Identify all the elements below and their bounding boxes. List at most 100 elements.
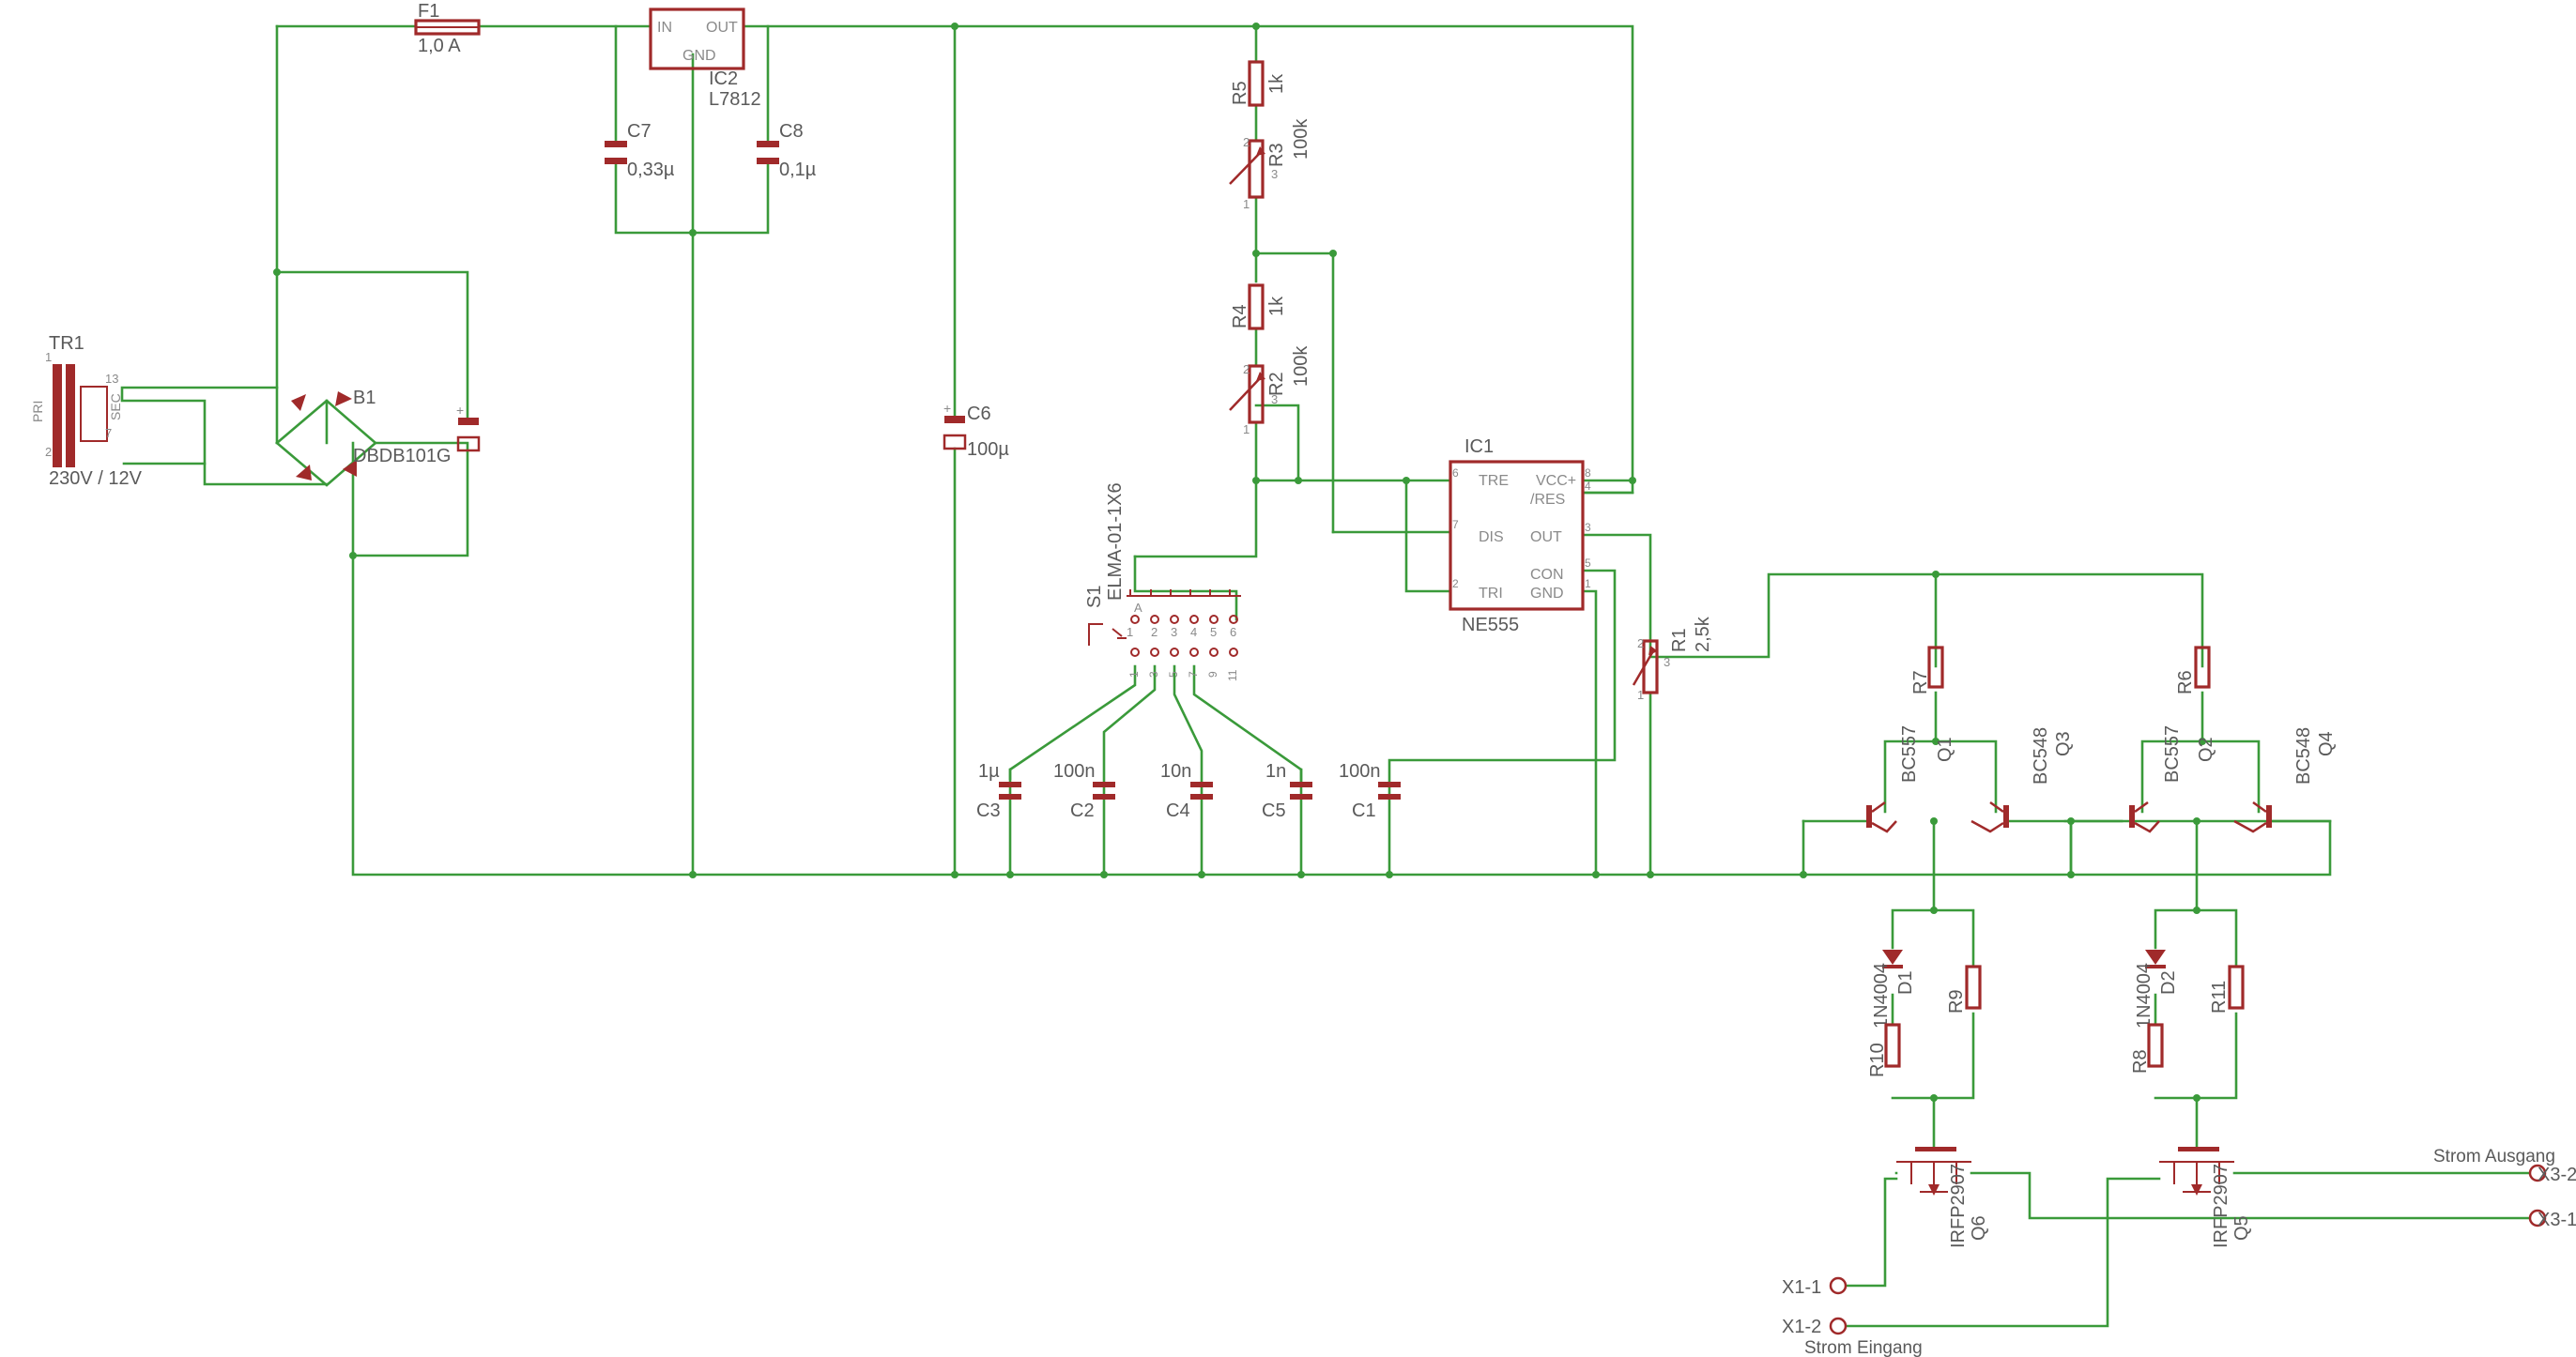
label-c3: C3 <box>976 800 1001 821</box>
pin-ic1-vcc: VCC+ <box>1536 473 1576 489</box>
s1-bottom-pin-3: 3 <box>1147 671 1160 678</box>
label-d1-value: 1N4004 <box>1871 963 1892 1029</box>
label-f1: F1 <box>418 1 439 22</box>
resistor-r4: R4 1k <box>1230 283 1287 330</box>
label-r2: R2 <box>1266 372 1287 396</box>
label-r3-value: 100k <box>1291 118 1311 160</box>
capacitor-c6: + C6 100µ <box>943 401 1009 460</box>
capacitor-c8: C8 0,1µ <box>757 121 817 180</box>
diode-d1: 1N4004 D1 <box>1871 950 1916 1029</box>
label-r3: R3 <box>1266 143 1287 167</box>
label-r8: R8 <box>2130 1049 2151 1074</box>
tr1-pin-1: 1 <box>45 350 52 364</box>
label-q3: Q3 <box>2053 731 2074 756</box>
pin-ic1-con: CON <box>1530 567 1564 583</box>
potentiometer-r2: 2 3 1 R2 100k <box>1229 345 1311 436</box>
label-x3-1: X3-1 <box>2538 1210 2576 1230</box>
r1-pin-1: 1 <box>1637 688 1644 702</box>
tr1-pin-7: 7 <box>105 426 112 440</box>
ic1-pin-1: 1 <box>1585 577 1591 590</box>
label-c5: C5 <box>1262 800 1286 821</box>
label-r2-value: 100k <box>1291 345 1311 387</box>
s1-top-pin-6: 6 <box>1230 625 1236 639</box>
terminal-x1-2: X1-2 Strom Eingang <box>1782 1317 1923 1357</box>
terminal-x1-1: X1-1 <box>1782 1276 1848 1298</box>
bridge-rectifier-b1: B1 DBDB101G <box>291 388 452 480</box>
svg-text:+: + <box>456 403 464 418</box>
label-r1-value: 2,5k <box>1693 616 1713 652</box>
label-r1: R1 <box>1669 628 1690 652</box>
label-q2-value: BC557 <box>2162 725 2183 783</box>
label-c1: C1 <box>1352 800 1376 821</box>
resistor-r11: R11 <box>2209 965 2245 1014</box>
label-tr1: TR1 <box>49 333 84 354</box>
rotary-switch-s1: A 1 2 3 4 5 6 1 3 5 7 9 11 S1 ELMA-01-1X… <box>1084 482 1241 681</box>
tr1-pin-2: 2 <box>45 445 52 459</box>
s1-top-pin-3: 3 <box>1171 625 1177 639</box>
mosfet-q5: IRFP2907 Q5 <box>2159 1147 2252 1248</box>
label-ic2: IC2 <box>709 69 738 89</box>
resistor-r10: R10 <box>1867 1023 1901 1077</box>
r2-pin-3: 3 <box>1271 392 1278 406</box>
pin-ic2-gnd: GND <box>682 48 716 64</box>
label-q1: Q1 <box>1935 737 1955 762</box>
label-strom-ausgang: Strom Ausgang <box>2433 1147 2555 1166</box>
transformer-tr1: PRI SEC 1 2 13 7 TR1 230V / 12V <box>30 333 143 489</box>
svg-text:+: + <box>943 401 951 416</box>
ic1-pin-8: 8 <box>1585 466 1591 480</box>
label-c7-value: 0,33µ <box>627 160 675 180</box>
capacitor-c1: 100n C1 <box>1339 761 1401 821</box>
ic1-pin-3: 3 <box>1585 521 1591 534</box>
ic1-pin-7: 7 <box>1452 518 1459 531</box>
r3-pin-1: 1 <box>1243 197 1250 211</box>
label-c2: C2 <box>1070 800 1095 821</box>
s1-top-pin-1: 1 <box>1127 625 1133 639</box>
potentiometer-r3: 2 3 1 R3 100k <box>1229 118 1311 211</box>
resistor-r8: R8 <box>2130 1023 2164 1074</box>
ic1-pin-6: 6 <box>1452 466 1459 480</box>
label-r4: R4 <box>1230 304 1250 328</box>
label-tr1-sec: SEC <box>108 393 123 420</box>
label-c4: C4 <box>1166 800 1190 821</box>
terminal-x3-2: X3-2 Strom Ausgang <box>2433 1147 2576 1185</box>
s1-top-pin-4: 4 <box>1190 625 1197 639</box>
timer-ic1: TRE VCC+ /RES DIS OUT TRI CON GND 6 8 4 … <box>1449 436 1591 635</box>
diode-d2: 1N4004 D2 <box>2134 950 2179 1029</box>
pin-ic1-tre: TRE <box>1479 473 1509 489</box>
pin-ic1-tri: TRI <box>1479 586 1503 602</box>
label-q5: Q5 <box>2231 1215 2252 1241</box>
transistor-q3: BC548 Q3 <box>1970 727 2074 833</box>
terminal-x3-1: X3-1 <box>2528 1209 2576 1230</box>
label-d2: D2 <box>2158 970 2179 995</box>
r3-pin-2: 2 <box>1243 135 1250 149</box>
label-d1: D1 <box>1895 970 1916 995</box>
junctions <box>273 23 2206 1102</box>
label-q2: Q2 <box>2196 737 2216 762</box>
resistor-r6: R6 <box>2175 646 2211 694</box>
label-r7: R7 <box>1910 670 1931 694</box>
label-q3-value: BC548 <box>2031 727 2051 785</box>
label-strom-eingang: Strom Eingang <box>1804 1338 1923 1357</box>
label-ic2-value: L7812 <box>709 89 761 110</box>
resistor-r9: R9 <box>1946 965 1982 1014</box>
label-x1-1: X1-1 <box>1782 1277 1821 1298</box>
label-c2-value: 100n <box>1053 761 1096 782</box>
label-c7: C7 <box>627 121 652 142</box>
capacitor-c2: 100n C2 <box>1053 761 1115 821</box>
s1-top-pin-2: 2 <box>1151 625 1158 639</box>
transistor-q1: BC557 Q1 <box>1866 725 1955 833</box>
s1-bottom-pin-1: 1 <box>1127 671 1141 678</box>
label-q6-value: IRFP2907 <box>1948 1164 1969 1248</box>
pin-ic1-dis: DIS <box>1479 529 1504 545</box>
s1-bottom-pin-7: 7 <box>1187 671 1200 678</box>
label-r4-value: 1k <box>1266 296 1287 316</box>
wires <box>120 24 2532 1328</box>
s1-bottom-pin-5: 5 <box>1167 671 1180 678</box>
label-b1-value: DBDB101G <box>353 446 452 466</box>
label-q6: Q6 <box>1969 1215 1989 1241</box>
label-s1: S1 <box>1084 586 1105 608</box>
label-q5-value: IRFP2907 <box>2211 1164 2231 1248</box>
label-s1-value: ELMA-01-1X6 <box>1105 482 1126 601</box>
transistor-q4: BC548 Q4 <box>2233 727 2337 833</box>
